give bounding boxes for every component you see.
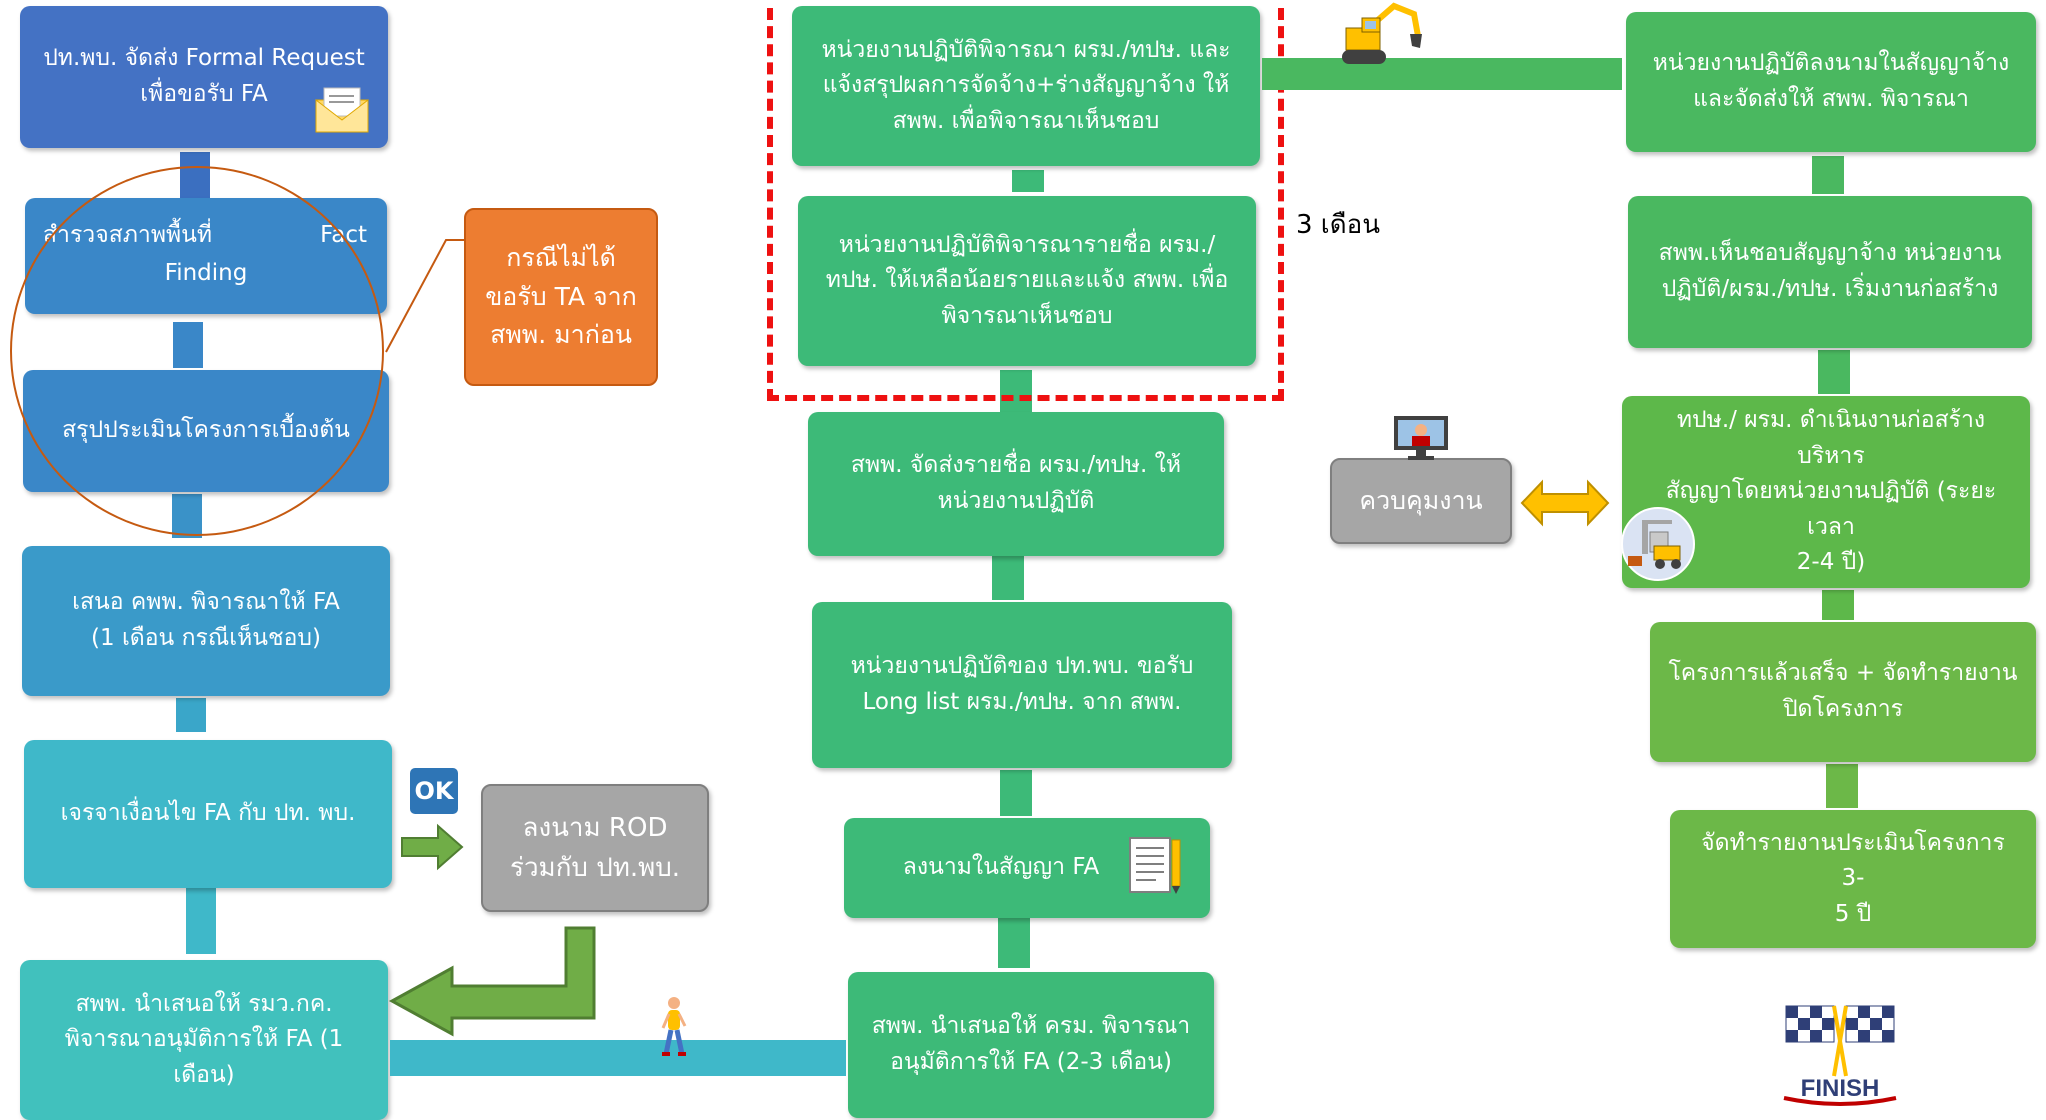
sign-fa-box: ลงนามในสัญญา FA [844, 818, 1210, 918]
connector [1818, 350, 1850, 394]
callout-line [385, 239, 464, 353]
ok-label: OK [414, 777, 454, 805]
minister-approval-text: สพพ. นำเสนอให้ รมว.กค. พิจารณาอนุมัติการ… [64, 990, 344, 1088]
long-list-box: หน่วยงานปฏิบัติของ ปท.พบ. ขอรับ Long lis… [812, 602, 1232, 768]
rod-text: ลงนาม ROD ร่วมกับ ปท.พบ. [509, 812, 681, 883]
control-box: ควบคุมงาน [1330, 458, 1512, 544]
send-names-box: สพพ. จัดส่งรายชื่อ ผรม./ทปษ. ให้ หน่วยงา… [808, 412, 1224, 556]
evaluate-box: จัดทำรายงานประเมินโครงการ 3- 5 ปี [1670, 810, 2036, 948]
no-ta-text: กรณีไม่ได้ ขอรับ TA จาก สพพ. มาก่อน [485, 242, 637, 350]
connector [1000, 370, 1032, 414]
no-ta-box: กรณีไม่ได้ ขอรับ TA จาก สพพ. มาก่อน [464, 208, 658, 386]
return-arrow-icon [388, 926, 596, 1037]
document-icon [1129, 837, 1181, 894]
right-arrow-icon [401, 823, 464, 871]
sign-contract-text: หน่วยงานปฏิบัติลงนามในสัญญาจ้าง และจัดส่… [1652, 50, 2010, 112]
cabinet-approval-box: สพพ. นำเสนอให้ ครม. พิจารณา อนุมัติการให… [848, 972, 1214, 1118]
connector [992, 556, 1024, 600]
walking-person-icon [661, 997, 687, 1056]
select-contractor-box: หน่วยงานปฏิบัติพิจารณา ผรม./ทปษ. และ แจ้… [792, 6, 1260, 166]
cabinet-approval-text: สพพ. นำเสนอให้ ครม. พิจารณา อนุมัติการให… [871, 1013, 1191, 1075]
connector [998, 918, 1030, 968]
shortlist-text: หน่วยงานปฏิบัติพิจารณารายชื่อ ผรม./ ทปษ.… [825, 231, 1229, 329]
finish-flag-logo: FINISH [1783, 1005, 1897, 1106]
connector [1822, 590, 1854, 620]
negotiate-box: เจรจาเงื่อนไข FA กับ ปท. พบ. [24, 740, 392, 888]
formal-request-text: ปท.พบ. จัดส่ง Formal Request เพื่อขอรับ … [43, 45, 365, 107]
connector [1000, 770, 1032, 816]
complete-box: โครงการแล้วเสร็จ + จัดทำรายงาน ปิดโครงกา… [1650, 622, 2036, 762]
complete-text: โครงการแล้วเสร็จ + จัดทำรายงาน ปิดโครงกา… [1668, 660, 2018, 722]
minister-approval-box: สพพ. นำเสนอให้ รมว.กค. พิจารณาอนุมัติการ… [20, 960, 388, 1120]
double-arrow-icon [1520, 479, 1610, 527]
monitor-icon [1394, 416, 1448, 460]
long-list-text: หน่วยงานปฏิบัติของ ปท.พบ. ขอรับ Long lis… [850, 653, 1194, 715]
construction-text: ทปษ./ ผรม. ดำเนินงานก่อสร้างบริหาร สัญญา… [1665, 406, 1997, 576]
connector [186, 888, 216, 954]
connector [1812, 156, 1844, 194]
rod-box: ลงนาม ROD ร่วมกับ ปท.พบ. [481, 784, 709, 912]
connector [1826, 764, 1858, 808]
connector [1262, 58, 1622, 90]
connector [176, 698, 206, 732]
send-names-text: สพพ. จัดส่งรายชื่อ ผรม./ทปษ. ให้ หน่วยงา… [850, 452, 1182, 514]
propose-fa-text: เสนอ คพพ. พิจารณาให้ FA (1 เดือน กรณีเห็… [72, 589, 340, 651]
evaluate-text: จัดทำรายงานประเมินโครงการ 3- 5 ปี [1701, 829, 2005, 927]
finish-text: FINISH [1801, 1075, 1880, 1102]
propose-fa-box: เสนอ คพพ. พิจารณาให้ FA (1 เดือน กรณีเห็… [22, 546, 390, 696]
envelope-icon [314, 86, 370, 134]
three-month-label: 3 เดือน [1296, 210, 1380, 240]
construction-site-icon [1621, 507, 1695, 581]
three-month-dashed-frame [767, 8, 1284, 401]
sign-fa-text: ลงนามในสัญญา FA [902, 854, 1100, 881]
shortlist-box: หน่วยงานปฏิบัติพิจารณารายชื่อ ผรม./ ทปษ.… [798, 196, 1256, 366]
excavator-icon [1342, 2, 1422, 64]
approve-contract-box: สพพ.เห็นชอบสัญญาจ้าง หน่วยงาน ปฏิบัติ/ผร… [1628, 196, 2032, 348]
approve-contract-text: สพพ.เห็นชอบสัญญาจ้าง หน่วยงาน ปฏิบัติ/ผร… [1658, 240, 2002, 302]
highlight-circle [10, 166, 384, 536]
connector [390, 1040, 846, 1076]
select-contractor-text: หน่วยงานปฏิบัติพิจารณา ผรม./ทปษ. และ แจ้… [821, 36, 1231, 134]
connector [1012, 170, 1044, 192]
control-text: ควบคุมงาน [1359, 485, 1483, 515]
ok-badge: OK [410, 768, 458, 814]
sign-contract-box: หน่วยงานปฏิบัติลงนามในสัญญาจ้าง และจัดส่… [1626, 12, 2036, 152]
negotiate-text: เจรจาเงื่อนไข FA กับ ปท. พบ. [60, 800, 356, 827]
